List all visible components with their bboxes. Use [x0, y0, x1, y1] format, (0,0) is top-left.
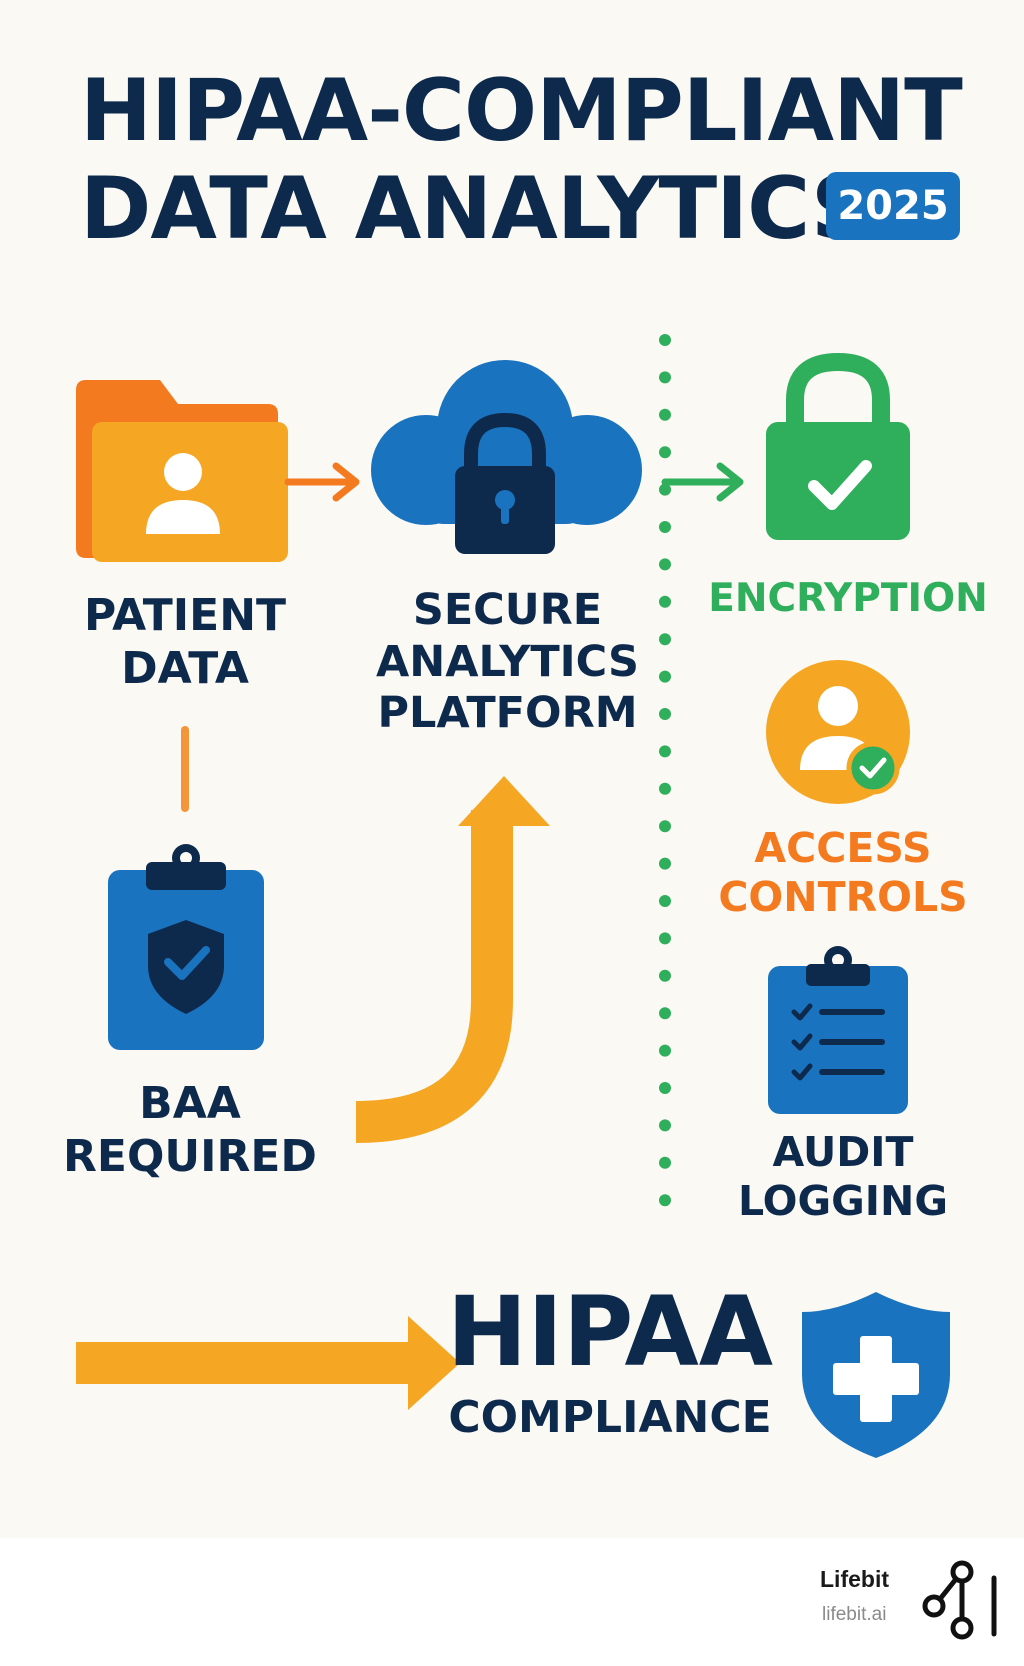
lock-check-icon [766, 352, 910, 540]
checklist-clipboard-icon [768, 946, 908, 1114]
folder-user-icon [76, 380, 288, 562]
title-line-1: HIPAA-COMPLIANT [80, 61, 963, 161]
clipboard-shield-icon [108, 844, 264, 1050]
label-audit-logging: AUDIT LOGGING [737, 1128, 949, 1226]
shield-plus-icon [802, 1292, 950, 1458]
footer [0, 1538, 1024, 1666]
label-secure-platform: SECURE ANALYTICS PLATFORM [375, 585, 640, 739]
lifebit-logo-icon[interactable] [920, 1558, 1004, 1642]
diagram-graphics [76, 334, 950, 1458]
label-baa-required: BAA REQUIRED [63, 1078, 317, 1182]
cloud-lock-icon [371, 360, 642, 554]
outcome-title: HIPAA [446, 1276, 774, 1388]
user-check-icon [766, 660, 910, 804]
outcome-subtitle: COMPLIANCE [448, 1392, 772, 1443]
brand-name[interactable]: Lifebit [820, 1566, 889, 1592]
title-line-2: DATA ANALYTICS [80, 159, 873, 259]
page-title: HIPAA-COMPLIANT DATA ANALYTICS [80, 61, 963, 259]
label-encryption: ENCRYPTION [708, 576, 988, 621]
label-access-controls: ACCESS CONTROLS [718, 824, 968, 922]
arrow-baa-to-platform [355, 776, 550, 1143]
label-patient-data: PATIENT DATA [83, 590, 287, 694]
arrow-to-platform [284, 462, 360, 502]
brand-url[interactable]: lifebit.ai [822, 1604, 887, 1625]
year-badge: 2025 [826, 172, 960, 240]
arrow-to-encryption [661, 462, 744, 502]
arrow-to-compliance [76, 1316, 460, 1410]
